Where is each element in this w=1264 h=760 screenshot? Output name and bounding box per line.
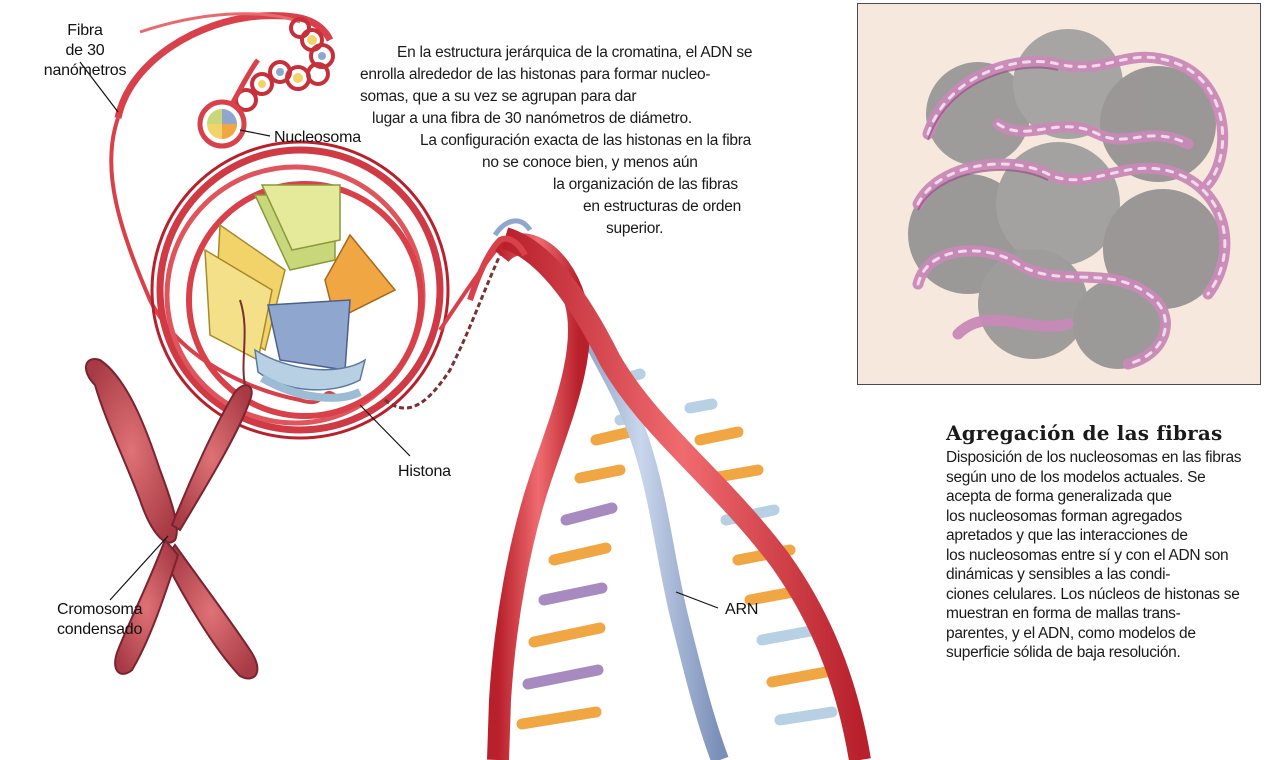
label-cromosoma-line2: condensado — [57, 620, 142, 640]
aside-line: apretados y que las interacciones de — [946, 526, 1264, 546]
aside-line: Disposición de los nucleosomas en las fi… — [946, 448, 1264, 468]
label-arn: ARN — [725, 600, 758, 620]
nucleosome-large — [152, 142, 448, 438]
label-cromosoma-line1: Cromosoma — [57, 600, 142, 620]
fiber-model-render — [858, 4, 1261, 385]
aside-line: superficie sólida de baja resolución. — [946, 643, 1264, 663]
aside-line: los nucleosomas entre sí y con el ADN so… — [946, 546, 1264, 566]
aside-line: los nucleosomas forman agregados — [946, 507, 1264, 527]
intro-line: la organización de las fibras — [553, 174, 738, 196]
aside-line: acepta de forma generalizada que — [946, 487, 1264, 507]
label-cromosoma: Cromosoma condensado — [57, 600, 142, 640]
intro-line: lugar a una fibra de 30 nanómetros de di… — [372, 108, 692, 130]
label-fibra: Fibra de 30 nanómetros — [30, 21, 140, 81]
intro-line: en estructuras de orden — [583, 196, 741, 218]
aside-line: ciones celulares. Los núcleos de histona… — [946, 585, 1264, 605]
aside-line: muestran en forma de mallas trans- — [946, 604, 1264, 624]
intro-line: superior. — [606, 218, 663, 240]
aside-body: Disposición de los nucleosomas en las fi… — [946, 448, 1264, 663]
aside-line: parentes, y el ADN, como modelos de — [946, 624, 1264, 644]
nucleosome-small — [200, 102, 244, 146]
intro-line: enrolla alrededor de las histonas para f… — [360, 64, 710, 86]
label-histona: Histona — [398, 462, 451, 482]
label-fibra-line2: de 30 nanómetros — [30, 41, 140, 81]
label-fibra-line1: Fibra — [30, 21, 140, 41]
intro-line: no se conoce bien, y menos aún — [482, 152, 698, 174]
intro-line: La configuración exacta de las histonas … — [420, 130, 751, 152]
aside-title: Agregación de las fibras — [946, 421, 1223, 445]
fiber-model-image — [857, 3, 1261, 385]
intro-line: somas, que a su vez se agrupan para dar — [360, 86, 636, 108]
aside-line: según uno de los modelos actuales. Se — [946, 468, 1264, 488]
label-nucleosoma: Nucleosoma — [274, 128, 361, 148]
aside-line: dinámicas y sensibles a las condi- — [946, 565, 1264, 585]
dna-helix — [470, 221, 860, 760]
intro-line: En la estructura jerárquica de la cromat… — [397, 42, 752, 64]
